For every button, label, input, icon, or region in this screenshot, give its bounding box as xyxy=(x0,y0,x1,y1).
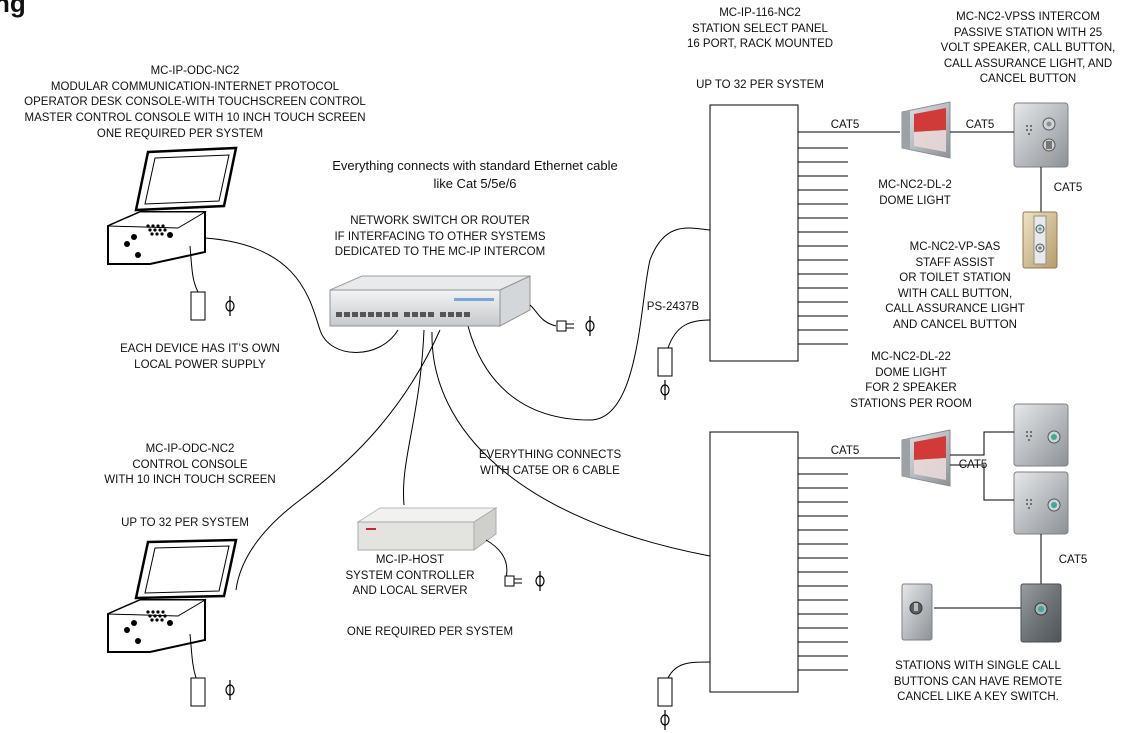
ground-symbols xyxy=(225,296,670,730)
one-required-top-label: ONE REQUIRED PER SYSTEM xyxy=(96,128,264,140)
vpss-label: MC-NC2-VPSS INTERCOM PASSIVE STATION WIT… xyxy=(940,11,1116,85)
network-switch xyxy=(329,275,531,327)
each-device-label: EACH DEVICE HAS IT’S OWN LOCAL POWER SUP… xyxy=(120,343,280,371)
up-to-32-bottom-label: UP TO 32 PER SYSTEM xyxy=(121,517,249,529)
speaker-station-1 xyxy=(1013,403,1069,467)
up-to-32-top-label: UP TO 32 PER SYSTEM xyxy=(696,79,824,91)
odc-bottom-label: MC-IP-ODC-NC2 CONTROL CONSOLE WITH 10 IN… xyxy=(104,443,276,486)
single-call-label: STATIONS WITH SINGLE CALL BUTTONS CAN HA… xyxy=(893,660,1063,703)
ps-label: PS-2437B xyxy=(646,301,700,313)
dome-light-top xyxy=(901,101,951,159)
ethernet-note: Everything connects with standard Ethern… xyxy=(332,158,618,191)
panel-top-power-supply xyxy=(657,319,711,377)
station-panel-label: MC-IP-116-NC2 STATION SELECT PANEL 16 PO… xyxy=(686,7,834,50)
console-bottom-power-supply xyxy=(189,633,206,707)
cat5-label-single-call: CAT5 xyxy=(1058,554,1088,566)
page-title-fragment: ng xyxy=(0,0,26,18)
console-top-power-supply xyxy=(189,245,206,321)
speaker-station-2 xyxy=(1013,471,1069,535)
dome-light-2-label: MC-NC2-DL-2 DOME LIGHT xyxy=(878,179,952,207)
key-switch xyxy=(901,583,933,641)
console-top xyxy=(107,146,238,265)
switch-power-supply xyxy=(529,304,574,332)
odc-top-label: MC-IP-ODC-NC2 MODULAR COMMUNICATION-INTE… xyxy=(24,65,366,124)
host-controller xyxy=(356,507,498,551)
single-call-station xyxy=(1020,583,1062,643)
cat5e-note: EVERYTHING CONNECTS WITH CAT5E OR 6 CABL… xyxy=(478,449,622,477)
ethernet-cables xyxy=(204,227,711,591)
cat5-label-speaker: CAT5 xyxy=(958,459,988,471)
dome-light-22-label: MC-NC2-DL-22 DOME LIGHT FOR 2 SPEAKER ST… xyxy=(850,351,972,410)
console-bottom xyxy=(107,538,238,653)
cat5-label-panel-top: CAT5 xyxy=(830,119,860,131)
one-required-bottom-label: ONE REQUIRED PER SYSTEM xyxy=(346,626,514,638)
staff-assist-station xyxy=(1022,211,1058,269)
vpss-station xyxy=(1013,102,1069,168)
cat5-label-vpss: CAT5 xyxy=(965,119,995,131)
host-label: MC-IP-HOST SYSTEM CONTROLLER AND LOCAL S… xyxy=(345,554,475,597)
dome-light-bottom xyxy=(901,429,951,487)
station-panel-bottom xyxy=(709,431,900,693)
host-power-supply xyxy=(485,539,522,587)
network-switch-label: NETWORK SWITCH OR ROUTER IF INTERFACING … xyxy=(334,215,546,258)
station-panel-top xyxy=(709,104,900,362)
panel-bottom-power-supply xyxy=(657,661,711,707)
vp-sas-label: MC-NC2-VP-SAS STAFF ASSIST OR TOILET STA… xyxy=(885,241,1025,331)
cat5-label-staff-assist: CAT5 xyxy=(1053,182,1083,194)
cat5-label-panel-bottom: CAT5 xyxy=(830,445,860,457)
